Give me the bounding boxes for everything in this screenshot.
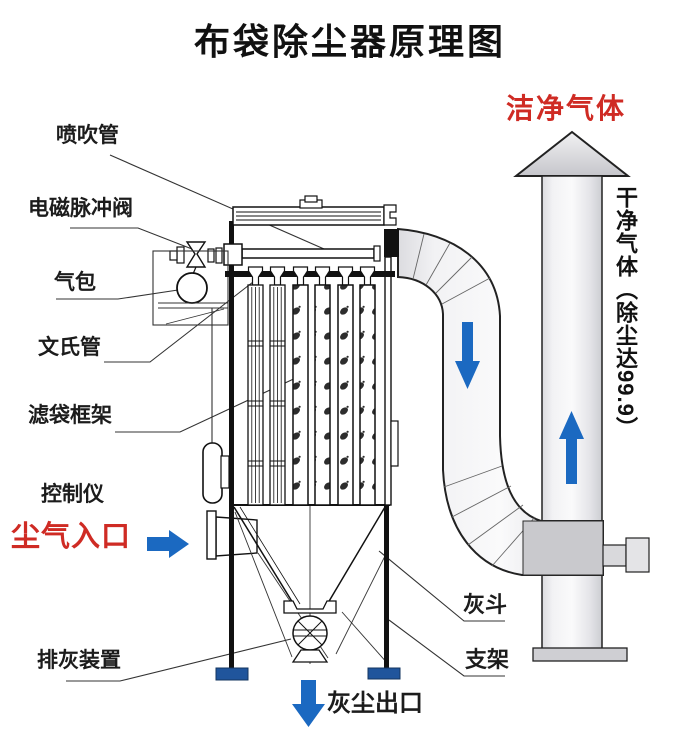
leader-line [109, 154, 341, 257]
inlet-flange [206, 510, 217, 560]
fan-connector [602, 544, 627, 567]
label-venturi: 文氏管 [38, 336, 101, 359]
label-controller: 控制仪 [41, 483, 104, 506]
label-ash-discharge: 排灰装置 [37, 649, 121, 672]
baghouse [152, 195, 401, 681]
controller-box [202, 442, 223, 504]
leader-lines [56, 154, 505, 682]
blow-pipe-end [373, 245, 381, 262]
elbow-segment-lines [412, 233, 536, 567]
blow-pipe [241, 248, 375, 259]
controller-tab [220, 455, 230, 489]
label-ash-hopper: 灰斗 [463, 592, 508, 617]
label-dusty-gas-inlet: 尘气入口 [11, 521, 132, 553]
clean-air-outlet [384, 229, 399, 257]
flow-arrows [147, 322, 584, 727]
rotary-discharge-valve [283, 600, 337, 663]
duct-arrow-down-icon [455, 322, 480, 389]
wall-flange [223, 243, 243, 266]
fan-box [625, 537, 650, 573]
filter-bag-cage [247, 284, 264, 506]
leader-line [378, 550, 505, 622]
venturi-tubes [247, 266, 376, 286]
label-dust-outlet: 灰尘出口 [327, 690, 423, 717]
solenoid-pulse-valve [185, 241, 207, 268]
air-bag-tank [176, 272, 208, 304]
label-pulse-valve: 电磁脉冲阀 [28, 197, 133, 220]
support-leg-right [384, 505, 389, 669]
page-title: 布袋除尘器原理图 [193, 21, 506, 62]
label-blow-pipe: 喷吹管 [56, 124, 119, 147]
clean-gas-system [397, 130, 650, 662]
chimney-arrow-up-icon [559, 411, 584, 484]
inlet-arrow-right-icon [147, 530, 189, 558]
leader-line [388, 619, 505, 677]
dust-outlet-arrow-down-icon [292, 680, 325, 727]
support-leg-left [229, 221, 234, 669]
label-air-bag: 气包 [54, 271, 96, 294]
label-stack-note: 干净气体（除尘达99.9） [613, 186, 638, 440]
duct-chimney-junction [522, 520, 604, 576]
cover-right-bracket [383, 204, 397, 226]
filter-bag-cage [269, 284, 286, 506]
label-clean-gas: 洁净气体 [506, 93, 627, 124]
chimney-cap [513, 130, 631, 177]
label-support-frame: 支架 [465, 647, 510, 672]
right-wall-notch [390, 420, 399, 467]
foot-pad-left [215, 667, 249, 681]
leader-line [70, 227, 193, 250]
label-bag-cage: 滤袋框架 [28, 404, 112, 427]
leader-line [104, 281, 254, 363]
right-wall [384, 256, 392, 506]
top-cover [232, 195, 397, 226]
tube-sheet [225, 271, 395, 277]
leader-line [56, 289, 179, 300]
chimney-base [532, 647, 628, 662]
foot-pad-right [367, 667, 401, 680]
bracket-frame [152, 250, 229, 443]
filter-bags-dusty [292, 284, 376, 506]
inlet-duct [215, 516, 258, 557]
